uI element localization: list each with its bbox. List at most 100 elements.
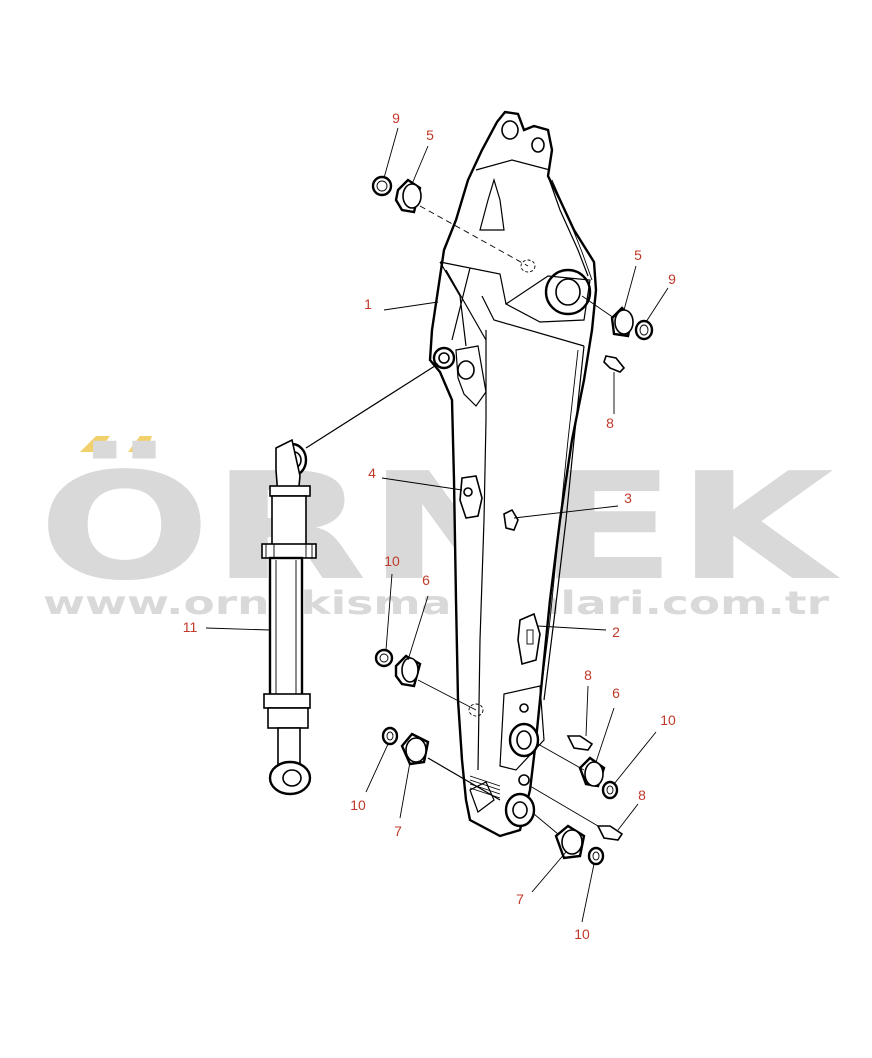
callout-7-bottom: 7 xyxy=(516,891,524,907)
part-8-grease-fitting-mid xyxy=(566,735,594,751)
leader-5-right xyxy=(623,265,637,311)
part-10-seal-bottom-inner xyxy=(592,851,600,861)
leader-10-bottom xyxy=(581,863,595,923)
boom-top-ear-hole-right xyxy=(531,137,545,153)
part-10-seal-bottom-left xyxy=(381,726,399,746)
part-7-bushing-left-end xyxy=(405,737,427,763)
boom-bracket-plate xyxy=(455,345,487,407)
boom-cross-member-3 xyxy=(481,295,585,347)
leader-3 xyxy=(513,505,619,519)
leader-8-mid xyxy=(585,685,589,737)
callout-7-left: 7 xyxy=(394,823,402,839)
part-7-bushing-bottom-end xyxy=(561,829,583,855)
callout-1: 1 xyxy=(364,296,372,312)
part-6-bushing-right-end xyxy=(584,761,604,787)
callout-5-top: 5 xyxy=(426,127,434,143)
part-2-plate xyxy=(517,612,541,666)
callout-9-top: 9 xyxy=(392,110,400,126)
loose-parts xyxy=(371,175,654,866)
boom-upper-panel xyxy=(475,159,551,171)
axis-foot-right xyxy=(533,813,559,835)
part-8-grease-fitting-top xyxy=(603,355,626,373)
callout-5-right: 5 xyxy=(634,247,642,263)
part-10-seal-bottom xyxy=(587,846,605,866)
boom-bracket-hole xyxy=(457,360,475,380)
boom-main-pivot-inner xyxy=(555,278,581,306)
boom-lower-bushing-inner xyxy=(516,730,532,750)
boom-ridge-right2 xyxy=(551,179,593,281)
cylinder-barrel-highlight xyxy=(275,560,297,698)
cylinder-upper-barrel xyxy=(271,495,307,547)
boom-lower-grease-point xyxy=(519,703,529,713)
callout-labels: 9 5 1 5 9 8 4 3 10 6 11 2 8 6 10 10 7 8 … xyxy=(183,110,676,942)
axis-top-pivot xyxy=(419,205,529,267)
callout-8-bottom: 8 xyxy=(638,787,646,803)
part-9-seal-top xyxy=(371,175,393,197)
part-8-grease-fitting-bottom xyxy=(596,825,624,841)
axis-left-bushing xyxy=(417,679,477,711)
callout-10-bottom: 10 xyxy=(574,926,590,942)
leader-2 xyxy=(537,625,607,631)
part-4-plate-bolt xyxy=(463,487,473,497)
axis-bottom-left-bushing xyxy=(427,757,501,801)
part-3-plate xyxy=(503,508,519,531)
boom-foot-bracket xyxy=(469,781,495,813)
callout-6-right: 6 xyxy=(612,685,620,701)
axis-top-pivot-right xyxy=(581,295,615,319)
leader-5-top xyxy=(411,145,429,185)
leader-11 xyxy=(205,627,271,631)
hydraulic-cylinder xyxy=(261,438,317,796)
part-9-seal-right-inner xyxy=(639,324,649,336)
callout-6-left: 6 xyxy=(422,572,430,588)
leader-1 xyxy=(383,301,439,311)
part-6-bushing-left-end xyxy=(401,657,419,683)
boom-cutout-top xyxy=(479,177,505,231)
part-5-bushing-right-end xyxy=(614,309,634,335)
leader-7-bottom xyxy=(531,851,567,893)
cylinder-hose-clamp xyxy=(261,543,317,559)
watermark-brand: ÖRNEK xyxy=(38,440,841,613)
leader-lines xyxy=(205,127,669,923)
watermark-accent-right xyxy=(128,436,152,452)
leader-10-left xyxy=(385,573,393,651)
part-10-seal-bottom-left-inner xyxy=(386,731,394,741)
part-10-seal-right-inner xyxy=(606,785,614,795)
boom-foot-ribs xyxy=(469,775,501,799)
leader-6-left xyxy=(407,595,429,661)
part-5-bushing-top-end xyxy=(402,183,422,209)
part-9-seal-top-inner xyxy=(376,180,388,192)
cylinder-hose-clamp-bolts xyxy=(265,544,313,558)
boom-ridge-right xyxy=(547,175,589,277)
callout-8-top: 8 xyxy=(606,415,614,431)
boom-foot-bushing-inner xyxy=(512,801,528,819)
part-9-seal-right xyxy=(634,319,654,341)
callout-2: 2 xyxy=(612,624,620,640)
callout-10-bottom-left: 10 xyxy=(350,797,366,813)
callout-8-mid: 8 xyxy=(584,667,592,683)
watermark-url: www.ornekismakinalari.com.tr xyxy=(43,584,829,622)
leader-7-left xyxy=(399,761,411,819)
part-2-plate-slot xyxy=(526,629,534,645)
boom-cross-member-2 xyxy=(439,261,467,347)
axis-cylinder-top xyxy=(305,363,439,449)
boom-hidden-hole-top xyxy=(520,259,536,273)
boom-body-line-right-inner xyxy=(539,349,579,701)
leader-10-bottom-left xyxy=(365,743,389,793)
boom-body-line-left xyxy=(477,330,487,771)
part-10-seal-left-inner xyxy=(379,653,389,663)
boom-hidden-hole-bottom xyxy=(468,703,484,717)
callout-3: 3 xyxy=(624,490,632,506)
part-10-seal-right xyxy=(601,780,619,800)
boom-assembly xyxy=(428,110,598,838)
callout-10-right: 10 xyxy=(660,712,676,728)
cylinder-head-clamp xyxy=(269,485,311,497)
boom-cross-member-1 xyxy=(439,261,507,305)
callout-9-right: 9 xyxy=(668,271,676,287)
boom-diagonal xyxy=(445,267,487,341)
boom-body-line-right xyxy=(543,345,585,701)
leader-9-top xyxy=(383,127,399,179)
cylinder-lower-band xyxy=(263,693,311,709)
assembly-lines xyxy=(305,205,615,835)
cylinder-barrel xyxy=(268,556,304,702)
